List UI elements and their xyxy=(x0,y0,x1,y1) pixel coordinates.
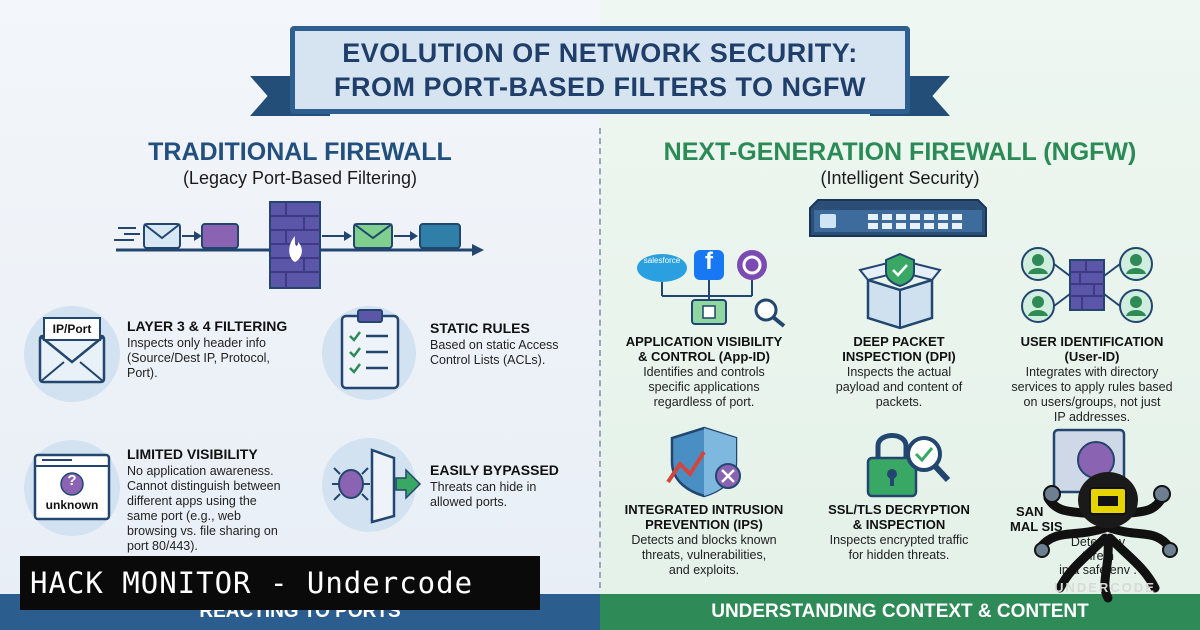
right-section-subtitle: (Intelligent Security) xyxy=(820,168,980,188)
lock-magnifier-icon xyxy=(866,433,951,498)
banner-line-2: FROM PORT-BASED FILTERS TO NGFW xyxy=(334,72,866,102)
watermark-banner: HACK MONITOR - Undercode xyxy=(20,556,540,610)
traffic-flow-diagram xyxy=(114,201,484,289)
feature-title-static-rules: STATIC RULES xyxy=(430,320,530,336)
envelope-packet-icon xyxy=(143,223,181,249)
ngfw-appliance-icon xyxy=(809,199,987,237)
item-app-id: APPLICATION VISIBILITY & CONTROL (App-ID… xyxy=(625,334,783,409)
open-box-shield-icon xyxy=(858,252,942,330)
right-section-title: NEXT-GENERATION FIREWALL (NGFW) xyxy=(663,138,1137,166)
question-mark-icon: ? xyxy=(67,472,77,489)
feature-title-layer34: LAYER 3 & 4 FILTERING xyxy=(127,318,288,334)
firewall-wall-small-icon xyxy=(1069,259,1105,311)
undercode-octopus-logo xyxy=(1034,472,1178,603)
center-divider xyxy=(599,128,601,588)
feature-desc-static-rules: Based on static Access Control Lists (AC… xyxy=(430,338,559,367)
firewall-wall-icon xyxy=(269,201,321,289)
left-section-subtitle: (Legacy Port-Based Filtering) xyxy=(182,168,418,188)
envelope-ip-port-icon xyxy=(38,317,106,384)
green-envelope-icon xyxy=(353,223,393,249)
banner-box: EVOLUTION OF NETWORK SECURITY: FROM PORT… xyxy=(290,26,910,114)
ip-port-label: IP/Port xyxy=(52,322,92,336)
bug-bypass-icon xyxy=(332,448,422,524)
feature-title-easily-bypassed: EASILY BYPASSED xyxy=(430,462,559,478)
facebook-letter-icon: f xyxy=(705,248,713,275)
browser-unknown-icon xyxy=(33,453,111,521)
sandbox-title-line-1: SAN xyxy=(1016,504,1044,519)
watermark-text: HACK MONITOR - Undercode xyxy=(30,566,474,600)
purple-packet-icon xyxy=(201,223,239,249)
item-user-id: USER IDENTIFICATION (User-ID) Integrates… xyxy=(1011,334,1173,424)
torrent-icon xyxy=(737,250,767,280)
feature-desc-limited-visibility: No application awareness. Cannot disting… xyxy=(127,464,281,553)
shield-block-icon xyxy=(666,426,741,498)
undercode-logo-text: UNDERCODE xyxy=(1054,580,1156,595)
sandbox-title-line-2: MAL SIS xyxy=(1010,519,1063,534)
blue-packet-icon xyxy=(419,223,461,249)
feature-desc-layer34: Inspects only header info (Source/Dest I… xyxy=(127,336,270,380)
facebook-icon xyxy=(694,250,724,280)
app-id-icon-group xyxy=(637,250,786,328)
item-dpi: DEEP PACKET INSPECTION (DPI) Inspects th… xyxy=(835,334,963,409)
left-section-title: TRADITIONAL FIREWALL xyxy=(148,138,452,166)
unknown-label: unknown xyxy=(45,498,99,512)
magnifier-icon xyxy=(754,298,786,328)
right-bottom-bar: UNDERSTANDING CONTEXT & CONTENT xyxy=(600,594,1200,630)
salesforce-label: salesforce xyxy=(643,256,681,265)
feature-title-limited-visibility: LIMITED VISIBILITY xyxy=(127,446,258,462)
speed-lines-icon xyxy=(114,227,140,241)
user-id-icon-group xyxy=(1021,247,1153,323)
banner-line-1: EVOLUTION OF NETWORK SECURITY: xyxy=(342,38,858,68)
item-ssl-tls: SSL/TLS DECRYPTION & INSPECTION Inspects… xyxy=(828,502,970,562)
title-banner: EVOLUTION OF NETWORK SECURITY: FROM PORT… xyxy=(250,18,950,122)
feature-desc-easily-bypassed: Threats can hide in allowed ports. xyxy=(430,480,537,509)
clipboard-icon xyxy=(340,309,400,390)
salesforce-cloud-icon xyxy=(637,254,687,282)
item-ips: INTEGRATED INTRUSION PREVENTION (IPS) De… xyxy=(624,502,784,577)
